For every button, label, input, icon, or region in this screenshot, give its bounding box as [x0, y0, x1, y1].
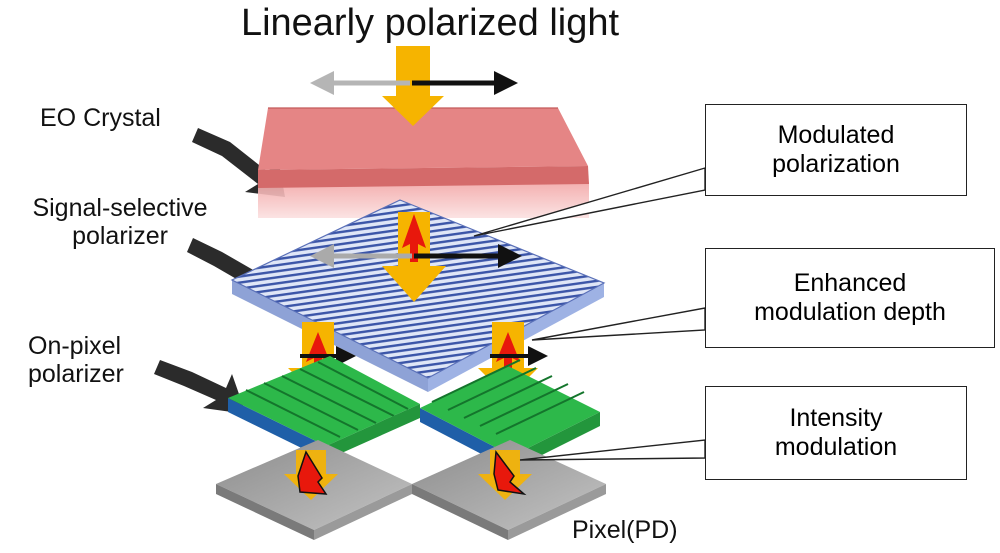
callout-intensity-modulation: Intensity modulation	[705, 386, 967, 480]
label-signal-line-2: polarizer	[72, 222, 168, 250]
callout-modulated-line-1: Modulated	[777, 121, 895, 150]
diagram-title: Linearly polarized light	[240, 2, 620, 44]
label-signal-selective-polarizer: Signal-selective polarizer	[6, 194, 234, 250]
callout-intensity-line-2: modulation	[774, 433, 898, 461]
callout-intensity-line-1: Intensity	[789, 404, 883, 433]
beam-pixel-right-icon	[478, 449, 532, 500]
label-onpixel-line-1: On-pixel	[28, 332, 122, 360]
input-polarization-arrows	[310, 71, 518, 95]
callout-enhanced-line-1: Enhanced	[793, 269, 907, 298]
label-onpixel-line-2: polarizer	[28, 360, 124, 388]
label-eo-crystal: EO Crystal	[40, 104, 161, 132]
label-signal-line-1: Signal-selective	[32, 194, 208, 222]
callout-enhanced-modulation-depth: Enhanced modulation depth	[705, 248, 995, 348]
eo-crystal	[258, 107, 589, 218]
callout-modulated-line-2: polarization	[772, 150, 900, 178]
label-onpixel-polarizer: On-pixel polarizer	[28, 332, 124, 388]
beam-through-crystal-icon	[382, 212, 446, 302]
modulated-polarization-arrows	[310, 244, 522, 268]
callout-modulated-polarization: Modulated polarization	[705, 104, 967, 196]
incident-light-beam-icon	[382, 46, 444, 126]
pointer-arrow-onpixel-polarizer	[154, 360, 246, 414]
label-pixel: Pixel(PD)	[572, 516, 678, 544]
callout-enhanced-line-2: modulation depth	[754, 298, 946, 326]
callout-leaders	[473, 167, 706, 461]
beam-pixel-left-icon	[284, 450, 338, 500]
onpixel-polarizer-left	[228, 356, 420, 460]
